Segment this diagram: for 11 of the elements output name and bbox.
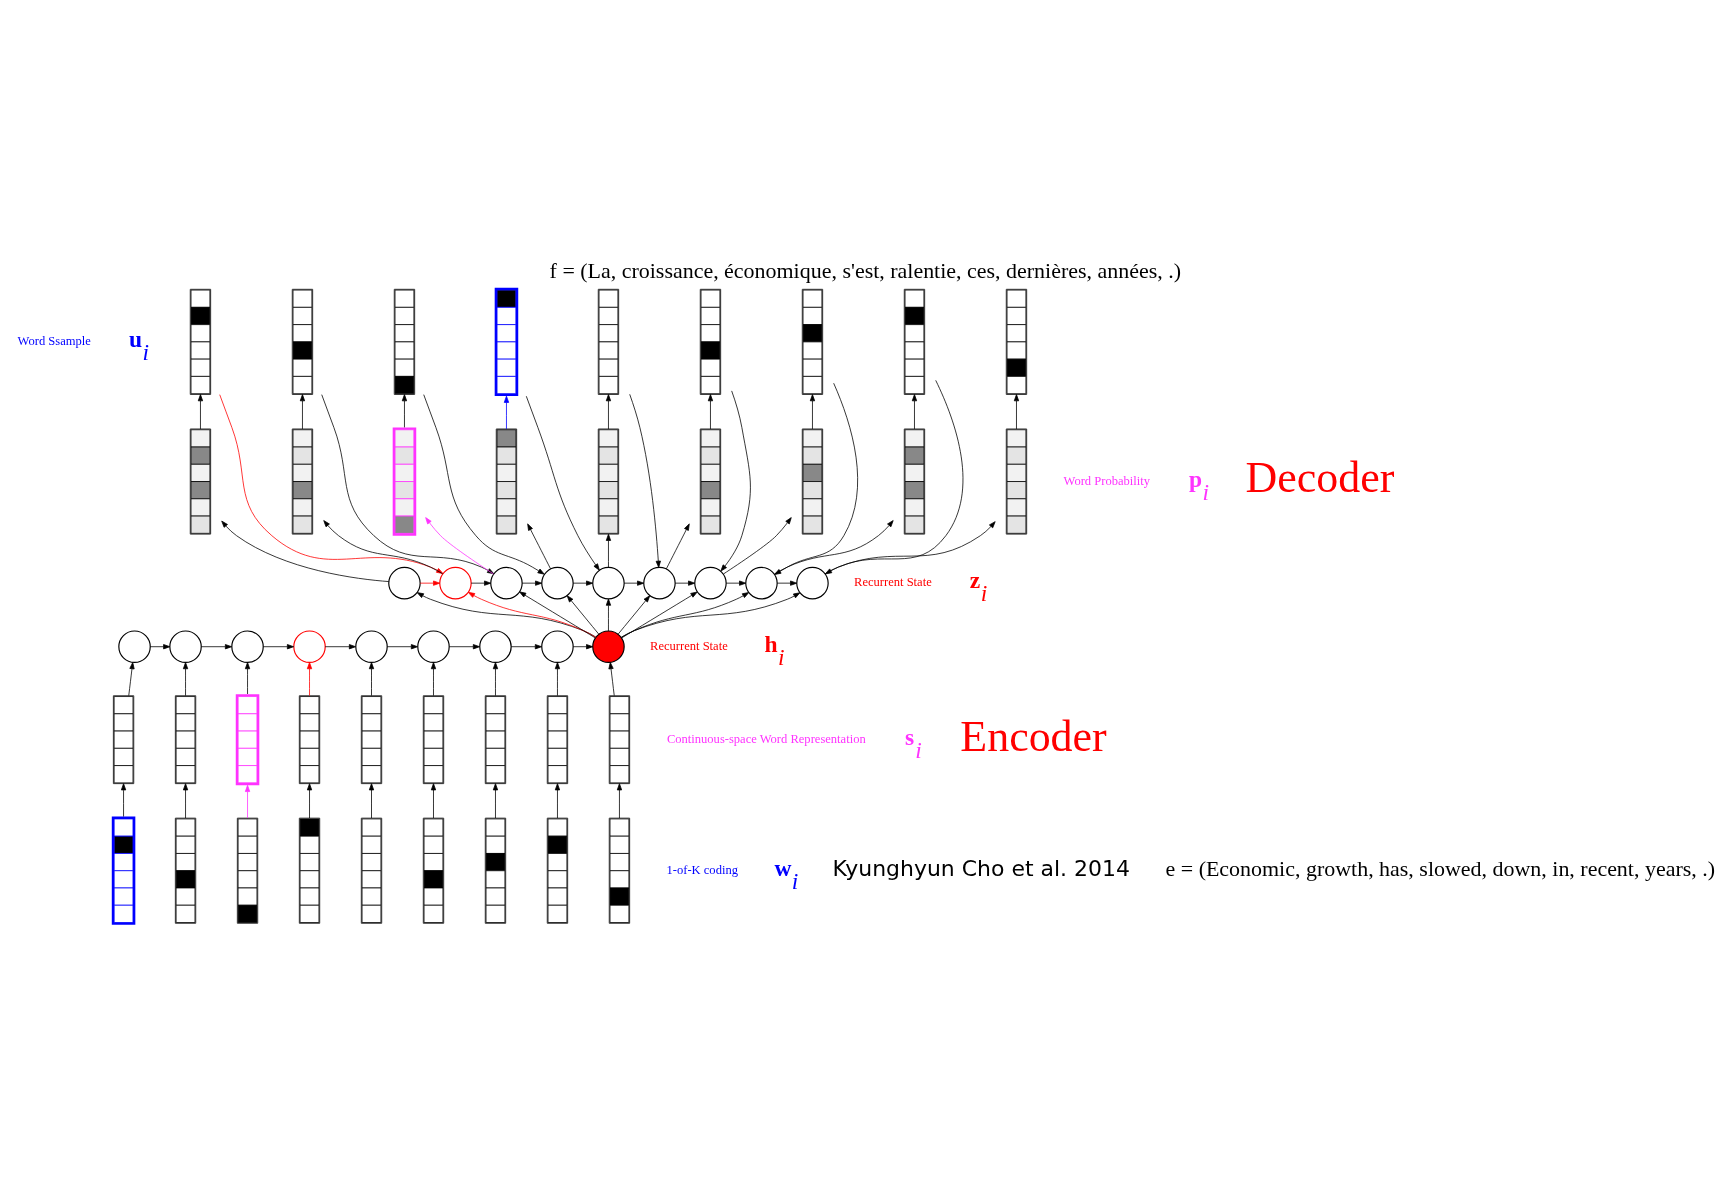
label: Recurrent State — [650, 638, 728, 653]
label: Recurrent State — [854, 575, 932, 590]
label: e = (Economic, growth, has, slowed, down, in, recent, years, .) — [1165, 856, 1716, 882]
label: Continuous-space Word Representation — [666, 731, 866, 746]
label: Decoder — [1245, 453, 1395, 503]
label: Kyunghyun Cho et al. 2014 — [832, 856, 1130, 882]
label: Word Probability — [1063, 473, 1151, 488]
label: Word Ssample — [17, 333, 91, 348]
label: Encoder — [960, 711, 1107, 761]
diagram-title: f = (La, croissance, économique, s'est, ralentie, ces, dernières, années, .) — [549, 257, 1181, 283]
label: 1-of-K coding — [666, 862, 738, 877]
